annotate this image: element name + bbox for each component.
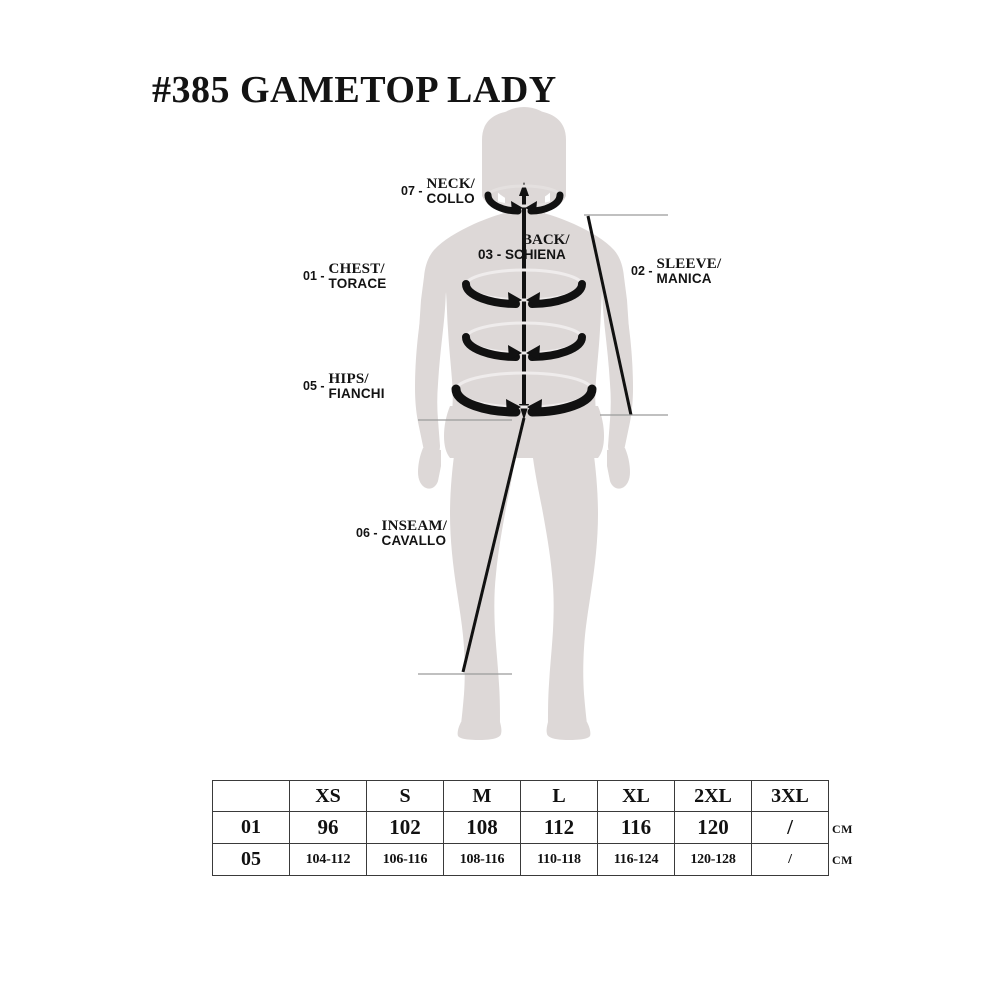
callout-back-label-en: BACK/ (522, 232, 570, 248)
callout-back: BACK/ 03 - SCHIENA (478, 232, 570, 263)
page-title: #385 GAMETOP LADY (152, 69, 557, 111)
cell-05-s: 106-116 (366, 843, 444, 876)
callout-chest-label-it: TORACE (328, 276, 387, 292)
callout-back-label-it: 03 - SCHIENA (478, 247, 566, 263)
unit-label-row-01: CM (832, 822, 853, 836)
size-header-2xl: 2XL (674, 780, 752, 812)
cell-05-xl: 116-124 (597, 843, 675, 876)
callout-neck-label-it: COLLO (426, 191, 475, 207)
waist-measure-ring (462, 321, 586, 361)
callout-sleeve: 02 - SLEEVE/ MANICA (631, 256, 721, 287)
cell-01-3xl: / (751, 811, 829, 844)
cell-01-xl: 116 (597, 811, 675, 844)
cell-01-2xl: 120 (674, 811, 752, 844)
cell-01-l: 112 (520, 811, 598, 844)
table-row: 01 96 102 108 112 116 120 / (212, 811, 829, 844)
callout-hips-number: 05 - (303, 379, 325, 394)
callout-inseam-label-en: INSEAM/ (381, 518, 448, 534)
callout-sleeve-label-en: SLEEVE/ (656, 256, 722, 272)
cell-01-xs: 96 (289, 811, 367, 844)
callout-chest-number: 01 - (303, 269, 325, 284)
size-header-xl: XL (597, 780, 675, 812)
table-row: 05 104-112 106-116 108-116 110-118 116-1… (212, 843, 829, 876)
neck-measure-ring (484, 184, 564, 215)
row-key-05: 05 (212, 843, 290, 876)
cell-01-m: 108 (443, 811, 521, 844)
body-silhouette-svg (415, 107, 668, 740)
size-header-s: S (366, 780, 444, 812)
callout-inseam: 06 - INSEAM/ CAVALLO (356, 518, 447, 549)
chest-measure-ring (462, 268, 586, 308)
callout-neck-label-en: NECK/ (426, 176, 476, 192)
cell-05-3xl: / (751, 843, 829, 876)
size-chart-table: XS S M L XL 2XL 3XL 01 96 102 108 112 11… (212, 780, 829, 876)
size-header-m: M (443, 780, 521, 812)
callout-chest-label-en: CHEST/ (328, 261, 385, 277)
unit-label-row-05: CM (832, 853, 853, 867)
callout-neck-number: 07 - (401, 184, 423, 199)
cell-05-xs: 104-112 (289, 843, 367, 876)
size-header-l: L (520, 780, 598, 812)
callout-hips-label-it: FIANCHI (328, 386, 385, 402)
callout-hips-label-en: HIPS/ (328, 371, 369, 387)
cell-01-s: 102 (366, 811, 444, 844)
cell-05-m: 108-116 (443, 843, 521, 876)
cell-05-l: 110-118 (520, 843, 598, 876)
sleeve-measure-line (584, 214, 668, 416)
callout-neck: 07 - NECK/ COLLO (401, 176, 475, 207)
hips-measure-ring (451, 371, 597, 417)
table-corner-cell (212, 780, 290, 812)
callout-sleeve-label-it: MANICA (656, 271, 712, 287)
callout-chest: 01 - CHEST/ TORACE (303, 261, 387, 292)
callout-inseam-label-it: CAVALLO (381, 533, 447, 549)
row-key-01: 01 (212, 811, 290, 844)
size-header-3xl: 3XL (751, 780, 829, 812)
size-chart-table-wrapper: XS S M L XL 2XL 3XL 01 96 102 108 112 11… (212, 780, 829, 876)
measurement-figure: 07 - NECK/ COLLO 01 - CHEST/ TORACE 05 -… (303, 107, 721, 740)
callout-inseam-number: 06 - (356, 526, 378, 541)
cell-05-2xl: 120-128 (674, 843, 752, 876)
table-header-row: XS S M L XL 2XL 3XL (212, 780, 829, 812)
inseam-measure-line (418, 417, 526, 675)
callout-sleeve-number: 02 - (631, 264, 653, 279)
size-header-xs: XS (289, 780, 367, 812)
callout-hips: 05 - HIPS/ FIANCHI (303, 371, 385, 402)
